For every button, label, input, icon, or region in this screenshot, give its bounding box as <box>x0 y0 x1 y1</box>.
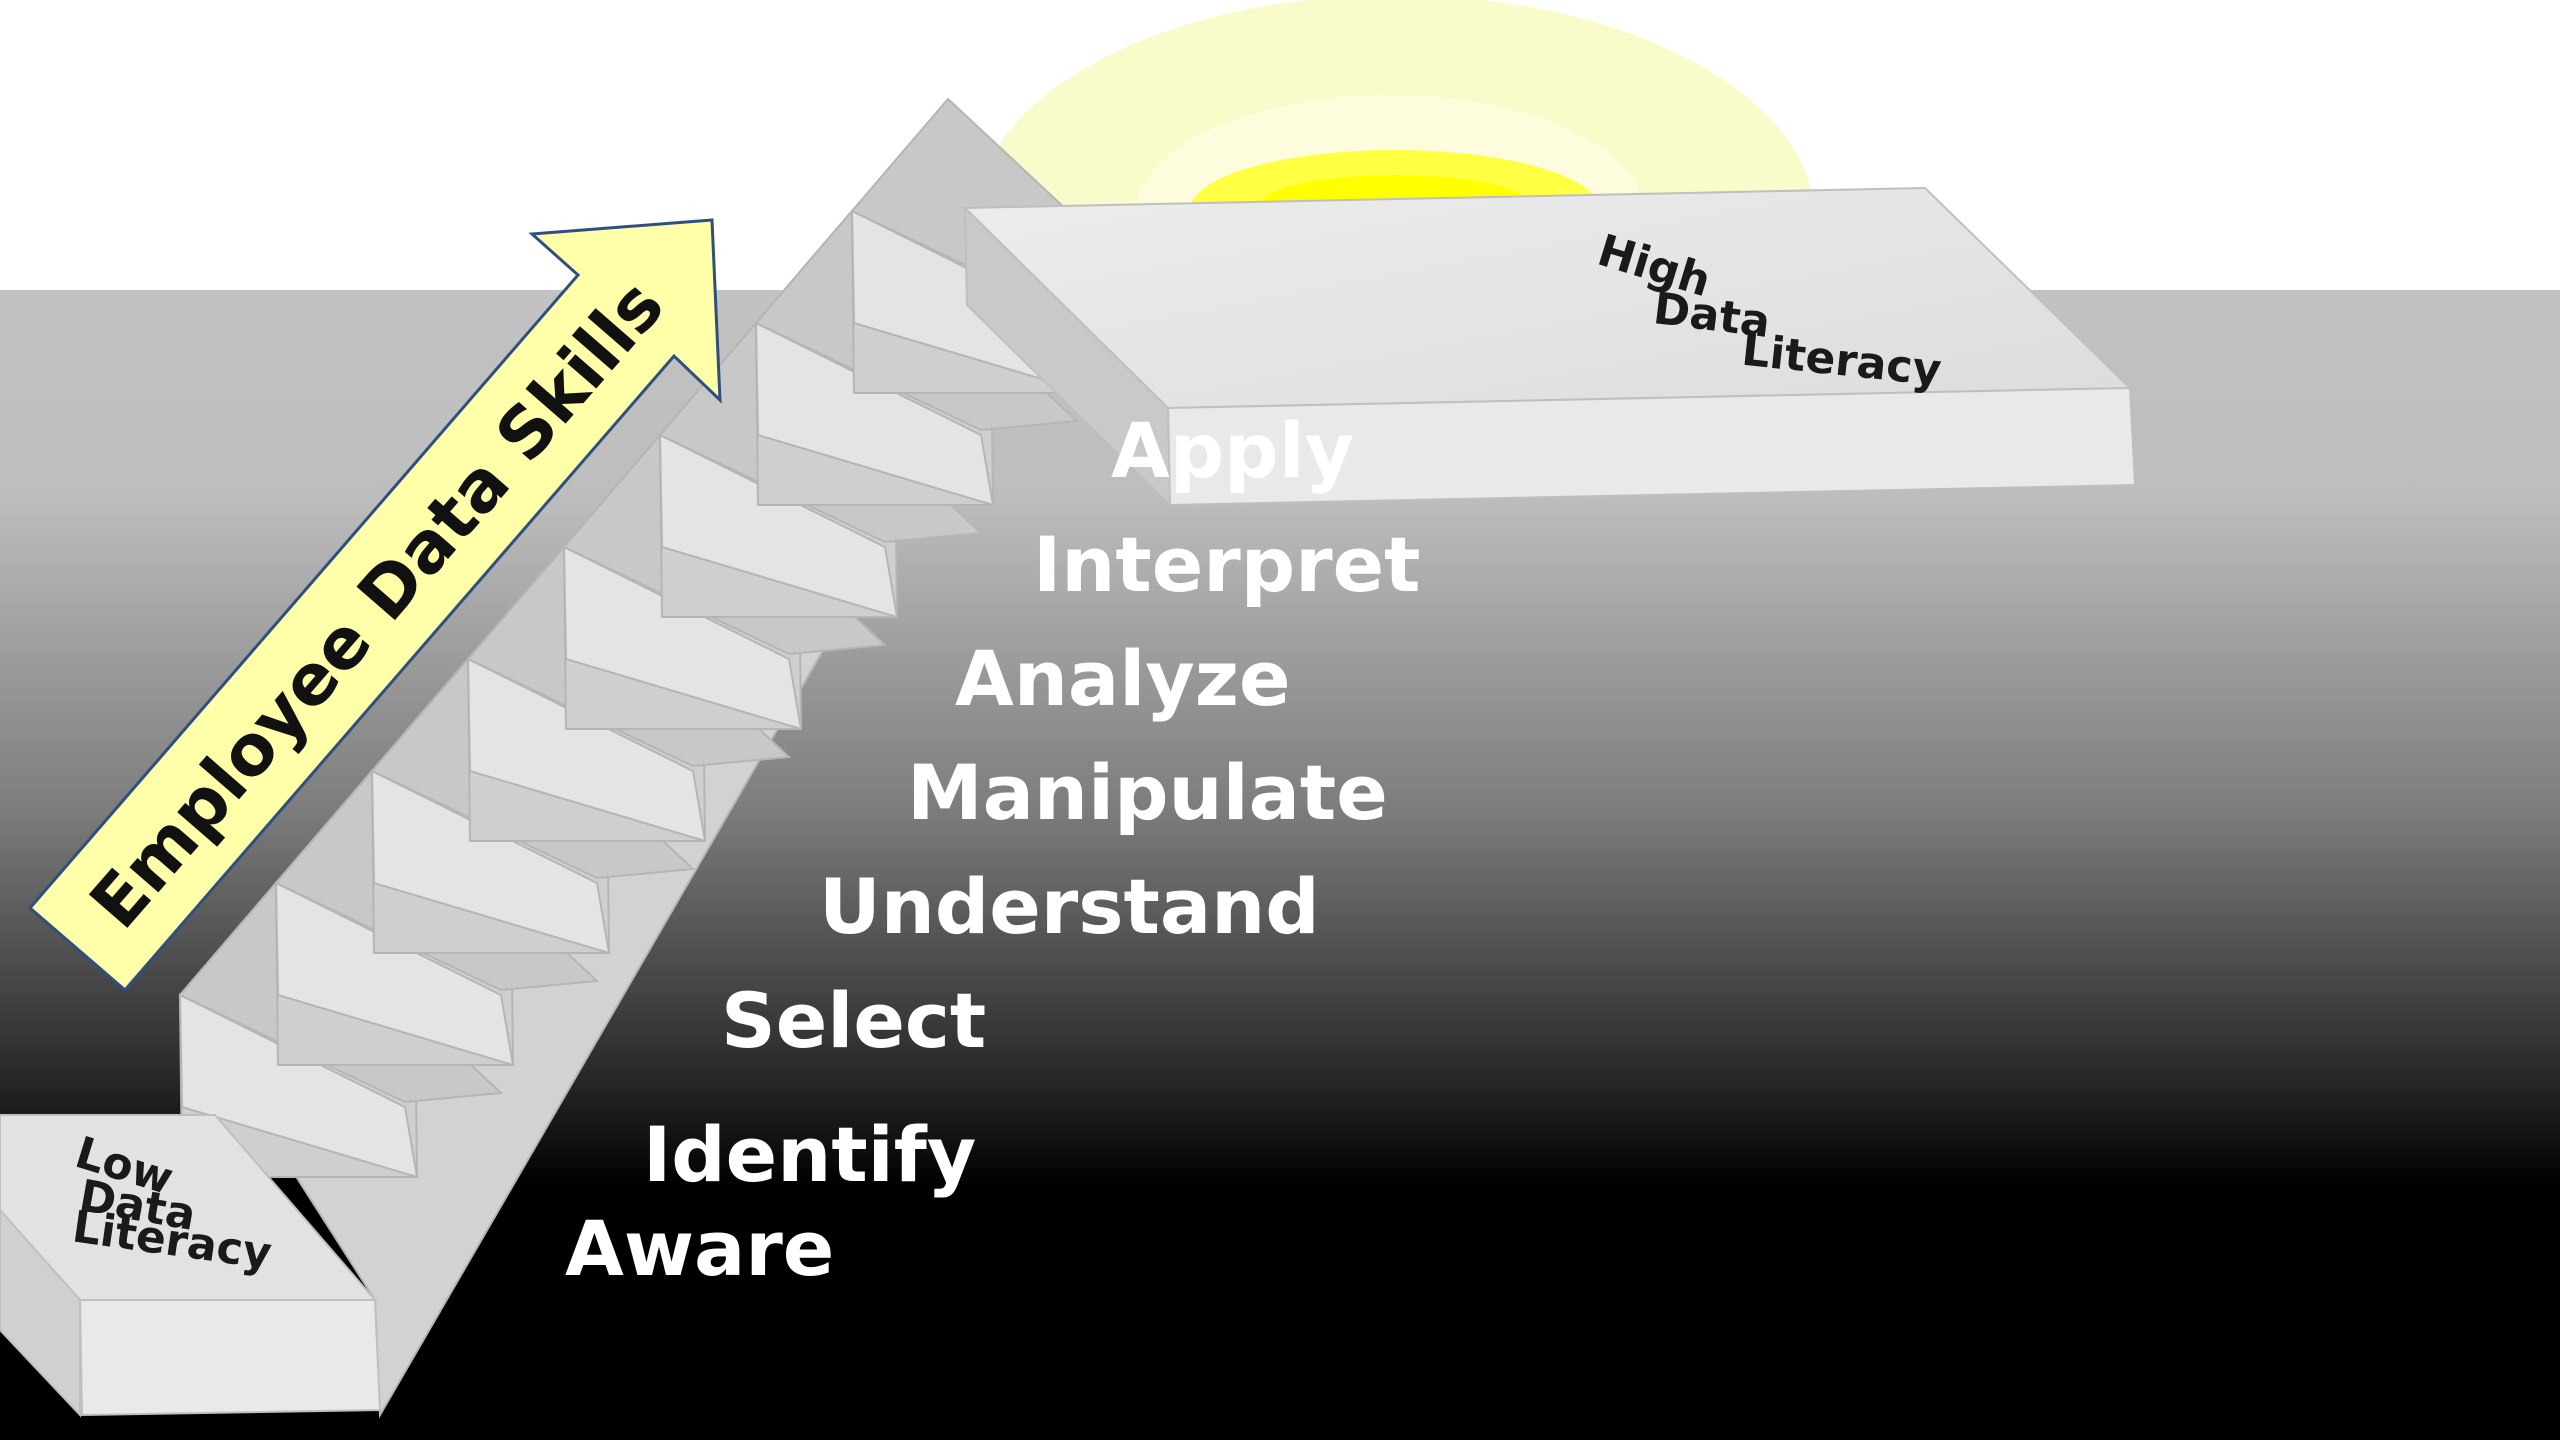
step-3-tread <box>370 769 611 955</box>
step-7-tread <box>754 321 995 507</box>
high-literacy-platform: High Data Literacy <box>962 186 2137 508</box>
step-1-tread <box>178 993 419 1179</box>
staircase <box>178 97 1176 1419</box>
step-5-tread <box>562 545 803 731</box>
step-label-identify: Identify <box>643 1110 976 1199</box>
step-label-select: Select <box>721 976 986 1065</box>
step-label-manipulate: Manipulate <box>907 748 1388 837</box>
skills-arrow-shape <box>27 218 722 993</box>
low-literacy-platform: Low Data Literacy <box>0 1114 382 1418</box>
step-6-tread <box>658 433 899 619</box>
step-label-interpret: Interpret <box>1033 520 1421 609</box>
step-4-tread <box>466 657 707 843</box>
step-label-analyze: Analyze <box>955 634 1291 723</box>
step-label-aware: Aware <box>565 1204 834 1293</box>
step-2-tread <box>274 881 515 1067</box>
step-label-apply: Apply <box>1111 406 1354 495</box>
step-label-understand: Understand <box>819 862 1320 951</box>
